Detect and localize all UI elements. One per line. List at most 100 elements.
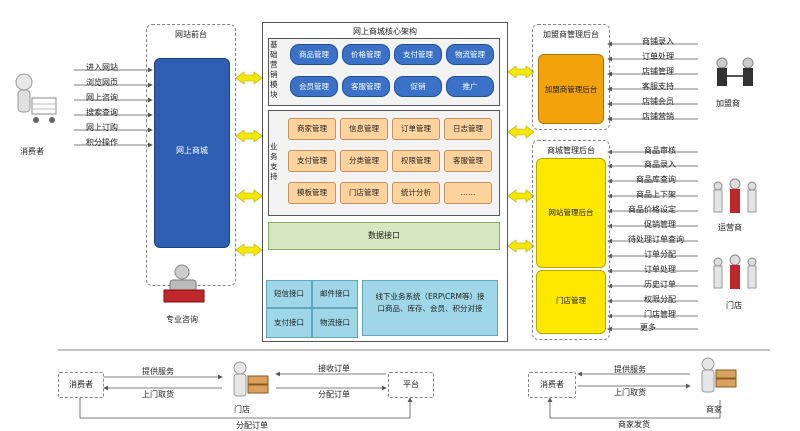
biz-log-mgmt: 日志管理: [444, 118, 492, 140]
operator-figure: [708, 178, 762, 218]
franchisee-figure: [710, 56, 760, 94]
biz-statistics: 统计分析: [392, 182, 440, 204]
sitemgmt-action: 商品库查询: [636, 175, 676, 184]
biz-payment-mgmt: 支付管理: [288, 150, 336, 172]
consumer-figure: [6, 68, 62, 138]
data-interface-bar: 数据接口: [268, 222, 500, 250]
franchise-action: 店铺营销: [642, 112, 674, 121]
support-agent-icon: [163, 264, 205, 303]
sitemgmt-arrows: [607, 149, 698, 332]
biz-category-mgmt: 分类管理: [340, 150, 388, 172]
flow-right-pickup: 上门取货: [614, 388, 646, 397]
biz-template-mgmt: 模板管理: [288, 182, 336, 204]
flow-left-assign: 分配订单: [318, 390, 350, 399]
flow-right-merchant: 商家: [706, 405, 722, 414]
flow-left-receive: 接收订单: [318, 364, 350, 373]
consumer-arrows: [74, 67, 153, 148]
consumer-action: 积分操作: [86, 138, 118, 147]
franchisee-label: 加盟商: [716, 99, 740, 108]
module-price-mgmt: 价格管理: [342, 44, 390, 65]
store-staff-icon: [713, 254, 757, 289]
biz-service-mgmt: 客服管理: [444, 150, 492, 172]
biz-more: ……: [444, 182, 492, 204]
franchise-action: 订单处理: [642, 52, 674, 61]
store-figure: [708, 254, 762, 294]
sitemgmt-action: 商品价格设定: [628, 205, 676, 214]
sitemgmt-action: 门店管理: [644, 310, 676, 319]
sitemgmt-action: 订单分配: [644, 250, 676, 259]
business-support-label: 业务支持: [270, 142, 278, 181]
store-mgmt-block: 门店管理: [536, 270, 606, 334]
flow-left-platform: 平台: [388, 372, 434, 398]
consumer-action: 浏览网页: [86, 78, 118, 87]
team-people-icon: [713, 178, 757, 213]
flow-right-provide: 提供服务: [614, 365, 646, 374]
consumer-action: 搜索查询: [86, 108, 118, 117]
store-delivery-figure: [226, 360, 274, 400]
franchise-backend-block: 加盟商管理后台: [538, 54, 604, 124]
franchise-action: 店铺管理: [642, 67, 674, 76]
franchise-arrows: [607, 41, 698, 122]
flow-left-pickup: 上门取货: [142, 390, 174, 399]
module-logistics-mgmt: 物流管理: [446, 44, 494, 65]
basic-module-label: 基础营销模块: [270, 40, 278, 99]
sms-interface: 短信接口: [266, 280, 312, 308]
franchise-action: 店铺会员: [642, 97, 674, 106]
franchise-panel: 加盟商管理后台: [532, 24, 610, 130]
payment-interface: 支付接口: [266, 308, 312, 338]
site-front-title: 网站前台: [175, 30, 207, 39]
flow-left-provide: 提供服务: [142, 367, 174, 376]
biz-order-mgmt: 订单管理: [392, 118, 440, 140]
franchise-panel-title: 加盟商管理后台: [543, 30, 599, 39]
store-label: 门店: [726, 301, 742, 310]
franchise-action: 商铺录入: [642, 37, 674, 46]
handshake-icon: [716, 57, 754, 86]
consumer-action: 网上订购: [86, 123, 118, 132]
sitemgmt-action: 商品审核: [644, 146, 676, 155]
flow-right-consumer: 消费者: [528, 372, 576, 398]
email-interface: 邮件接口: [312, 280, 358, 308]
logistics-interface: 物流接口: [312, 308, 358, 338]
flow-right-arrows: [577, 371, 691, 389]
site-mgmt-panel-title: 商城管理后台: [547, 146, 595, 155]
consumer-action: 网上咨询: [86, 93, 118, 102]
franchise-action: 客服支持: [642, 82, 674, 91]
merchant-boxes-icon: [701, 357, 737, 393]
offline-system-interface: 线下业务系统（ERP\CRM等）接口商品、库存、会员、积分对接: [362, 280, 498, 336]
delivery-person-icon: [233, 361, 269, 397]
consult-label: 专业咨询: [166, 315, 198, 324]
biz-info-mgmt: 信息管理: [340, 118, 388, 140]
operator-label: 运营商: [718, 223, 742, 232]
sitemgmt-action: 订单处理: [644, 265, 676, 274]
module-member-mgmt: 会员管理: [290, 76, 338, 97]
flow-left-bottom: 分配订单: [236, 421, 268, 430]
flow-left-store: 门店: [234, 405, 250, 414]
sitemgmt-action: 商品上下架: [636, 190, 676, 199]
online-mall-block: 网上商城: [154, 58, 230, 248]
flow-right-bottom: 商家发货: [618, 420, 650, 429]
shopping-cart-person-icon: [15, 73, 57, 123]
consumer-label: 消费者: [20, 147, 44, 156]
module-product-mgmt: 商品管理: [290, 44, 338, 65]
module-service-mgmt: 客服管理: [342, 76, 390, 97]
biz-permission-mgmt: 权限管理: [392, 150, 440, 172]
biz-store-mgmt: 门店管理: [340, 182, 388, 204]
sitemgmt-action: 促销管理: [644, 220, 676, 229]
consumer-action: 进入网站: [86, 63, 118, 72]
module-promotion: 促销: [394, 76, 442, 97]
module-payment-mgmt: 支付管理: [394, 44, 442, 65]
flow-left-arrows: [103, 371, 387, 391]
merchant-figure: [694, 356, 742, 396]
sitemgmt-action: 历史订单: [644, 280, 676, 289]
core-title: 网上商城核心架构: [353, 27, 417, 36]
sitemgmt-action: 商品录入: [644, 160, 676, 169]
sitemgmt-action: 待处理订单查询: [628, 235, 684, 244]
flow-left-consumer: 消费者: [58, 372, 104, 398]
consult-figure: [156, 262, 212, 304]
sitemgmt-action: 权限分配: [644, 295, 676, 304]
site-mgmt-panel: 商城管理后台: [532, 140, 610, 340]
module-marketing: 推广: [446, 76, 494, 97]
biz-merchant-mgmt: 商家管理: [288, 118, 336, 140]
site-admin-block: 网站管理后台: [536, 158, 606, 268]
sitemgmt-action: 更多: [640, 323, 656, 332]
